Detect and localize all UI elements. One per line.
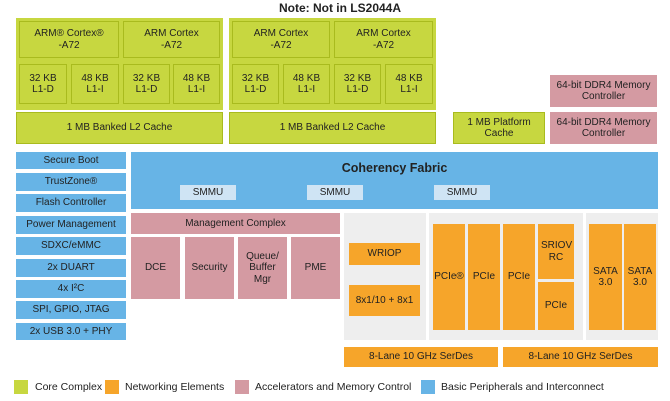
smmu-3: SMMU [434,185,490,200]
sata-label: SATA 3.0 [593,265,618,289]
pcie-4: PCIe [538,282,574,330]
l1i-label: 48 KB L1-I [292,72,321,96]
core-2-l1i: 48 KB L1-I [173,64,220,104]
accelerator-dce: DCE [131,237,180,299]
core-a72-4: ARM Cortex -A72 [334,21,433,58]
accelerator-security: Security [185,237,234,299]
l1d-label: 32 KB L1-D [29,72,57,96]
peripheral-secure-boot: Secure Boot [16,152,126,169]
coherency-fabric-label: Coherency Fabric [341,161,448,175]
core-a72-1: ARM® Cortex® -A72 [19,21,119,58]
pcie-3: PCIe [503,224,535,330]
serdes-1: 8-Lane 10 GHz SerDes [344,347,498,367]
pcie-1: PCIe® [433,224,465,330]
pcie-2: PCIe [468,224,500,330]
l1i-label: 48 KB L1-I [81,72,109,96]
note-title: Note: Not in LS2044A [278,1,401,16]
legend-label-networking: Networking Elements [125,381,225,393]
platform-cache: 1 MB Platform Cache [453,112,545,144]
sata-1: SATA 3.0 [589,224,622,330]
peripheral-flash-controller: Flash Controller [16,194,126,212]
legend-swatch-networking [105,380,119,394]
legend-label-peripherals: Basic Peripherals and Interconnect [441,381,604,393]
ddr-controller-2: 64-bit DDR4 Memory Controller [550,112,657,144]
core-label: ARM® Cortex® -A72 [34,28,104,51]
core-a72-3: ARM Cortex -A72 [232,21,330,58]
sriov-label: SRIOV RC [541,240,573,263]
smmu-1: SMMU [180,185,236,200]
l1d-label: 32 KB L1-D [132,72,161,96]
coherency-fabric: Coherency Fabric [131,152,658,209]
core-label: ARM Cortex -A72 [144,28,199,51]
sata-2: SATA 3.0 [624,224,656,330]
legend-label-accelerators: Accelerators and Memory Control [255,381,412,393]
legend-label-core: Core Complex [35,381,103,393]
l1d-label: 32 KB L1-D [241,72,270,96]
peripheral-usb: 2x USB 3.0 + PHY [16,323,126,340]
accelerator-pme: PME [291,237,340,299]
peripheral-sdxc-emmc: SDXC/eMMC [16,237,126,255]
peripheral-spi-gpio-jtag: SPI, GPIO, JTAG [16,301,126,319]
accelerator-qbman: Queue/ Buffer Mgr [238,237,287,299]
core-1-l1i: 48 KB L1-I [71,64,119,104]
management-complex: Management Complex [131,213,340,234]
core-label: ARM Cortex -A72 [356,28,411,51]
l2-cache-1: 1 MB Banked L2 Cache [16,112,223,144]
peripheral-i2c: 4x I²C [16,280,126,298]
l1i-label: 48 KB L1-I [395,72,423,96]
core-1-l1d: 32 KB L1-D [19,64,67,104]
ddr-label: 64-bit DDR4 Memory Controller [556,116,651,140]
ddr-label: 64-bit DDR4 Memory Controller [556,79,651,103]
qbman-label: Queue/ Buffer Mgr [246,250,279,285]
peripheral-trustzone: TrustZone® [16,173,126,191]
platform-cache-label: 1 MB Platform Cache [467,116,531,140]
core-2-l1d: 32 KB L1-D [123,64,170,104]
ddr-controller-1: 64-bit DDR4 Memory Controller [550,75,657,107]
legend-swatch-core [14,380,28,394]
core-4-l1d: 32 KB L1-D [334,64,381,104]
wriop-block: WRIOP [349,243,420,265]
serdes-2: 8-Lane 10 GHz SerDes [503,347,658,367]
core-label: ARM Cortex -A72 [253,28,309,51]
l1i-label: 48 KB L1-I [182,72,211,96]
legend-swatch-accelerators [235,380,249,394]
l2-cache-2: 1 MB Banked L2 Cache [229,112,436,144]
core-3-l1i: 48 KB L1-I [283,64,330,104]
peripheral-power-management: Power Management [16,216,126,234]
sriov-rc: SRIOV RC [538,224,574,279]
peripheral-duart: 2x DUART [16,259,126,277]
core-4-l1i: 48 KB L1-I [385,64,433,104]
smmu-2: SMMU [307,185,363,200]
core-a72-2: ARM Cortex -A72 [123,21,220,58]
l1d-label: 32 KB L1-D [343,72,372,96]
sata-label: SATA 3.0 [627,265,653,289]
core-3-l1d: 32 KB L1-D [232,64,279,104]
ethernet-ports: 8x1/10 + 8x1 [349,285,420,316]
networking-region [344,213,426,340]
legend-swatch-peripherals [421,380,435,394]
